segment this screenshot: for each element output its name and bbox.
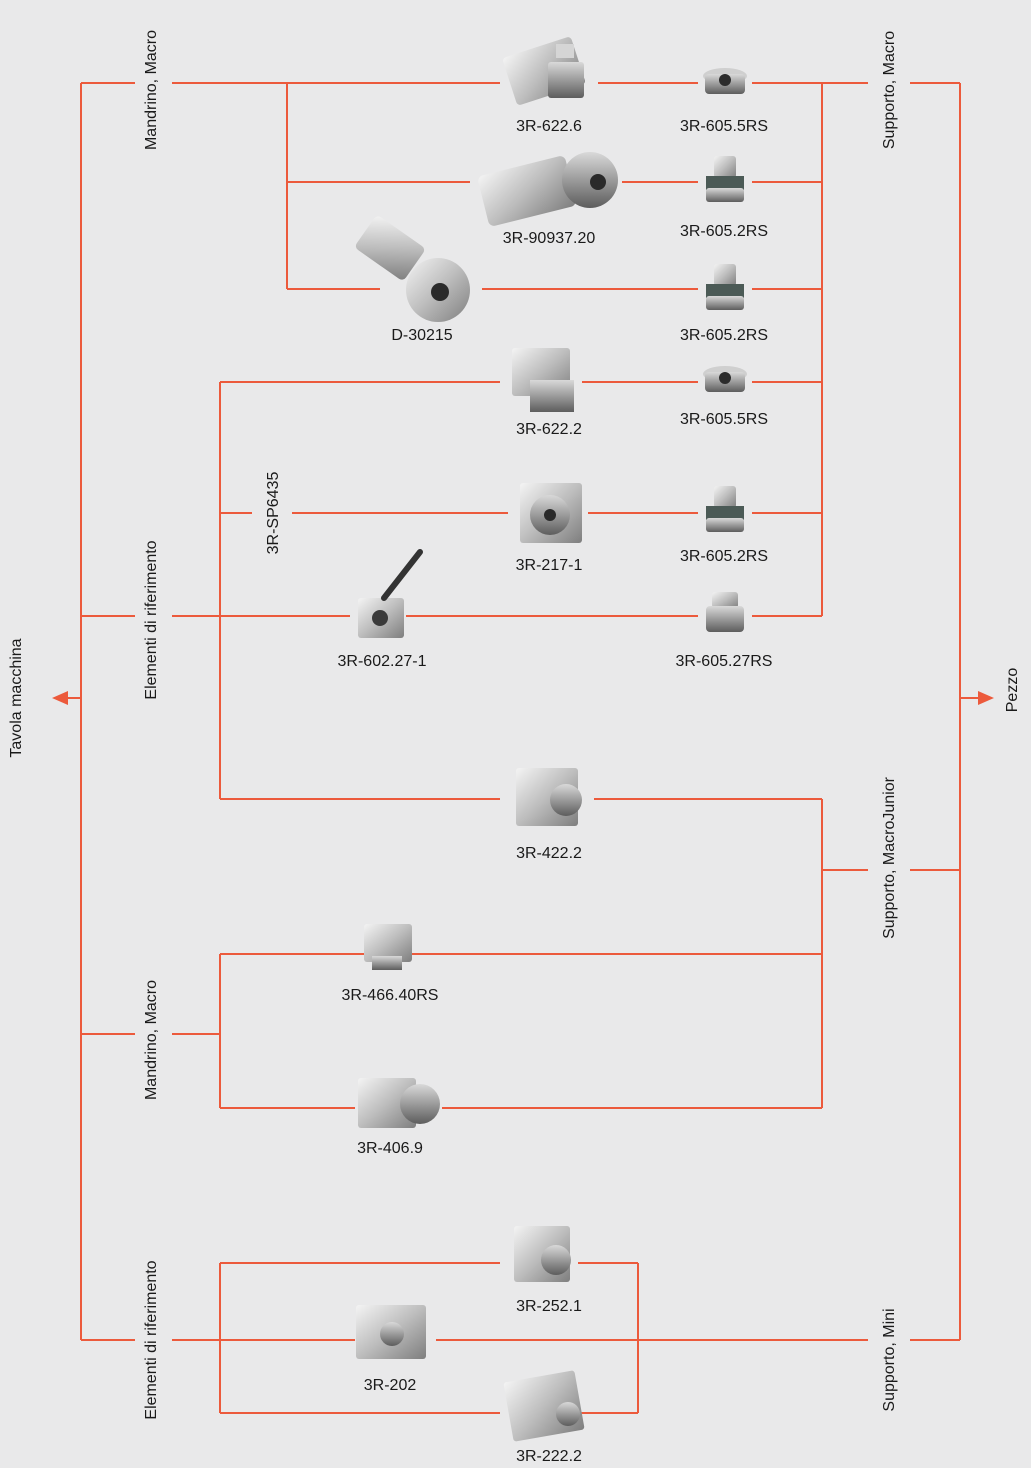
- spigot-605-5rs-image-1: [703, 68, 747, 94]
- spigot-code-label: 3R-605.2RS: [679, 548, 769, 565]
- spigot-605-5rs-image-2: [703, 366, 747, 392]
- product-code-label: 3R-406.9: [357, 1140, 423, 1157]
- arrow-right-icon: [978, 691, 994, 705]
- chuck-252-1-image: [514, 1226, 571, 1282]
- support-macrojunior-label: Supporto, MacroJunior: [881, 777, 898, 939]
- spigot-code-label: 3R-605.5RS: [679, 411, 769, 428]
- chuck-622-2-image: [512, 348, 574, 412]
- group-reference-elements-bottom-label: Elementi di riferimento: [143, 1260, 160, 1420]
- connector-lines: [66, 82, 980, 1414]
- group-chuck-macro-bottom-label: Mandrino, Macro: [143, 979, 160, 1101]
- chuck-217-1-image: [520, 483, 582, 543]
- chuck-622-6-image: [503, 37, 585, 105]
- product-code-label: 3R-622.6: [516, 118, 582, 135]
- chuck-222-2-image: [503, 1370, 585, 1442]
- spigot-605-2rs-image-2: [706, 264, 744, 310]
- reference-202-image: [356, 1305, 426, 1359]
- chuck-466-40rs-image: [364, 924, 412, 970]
- spigot-605-2rs-image-1: [706, 156, 744, 202]
- arrows: [52, 691, 994, 705]
- support-macro-label: Supporto, Macro: [881, 30, 898, 150]
- product-code-label: D-30215: [391, 327, 453, 344]
- support-mini-label: Supporto, Mini: [881, 1308, 898, 1412]
- product-code-label: 3R-602.27-1: [337, 653, 427, 670]
- spigot-code-label: 3R-605.2RS: [679, 223, 769, 240]
- spigot-code-label: 3R-605.5RS: [679, 118, 769, 135]
- reference-602-27-1-image: [358, 549, 423, 638]
- workpiece-label: Pezzo: [1004, 667, 1021, 713]
- chuck-d30215-image: [355, 216, 470, 322]
- product-code-label: 3R-622.2: [516, 421, 582, 438]
- chuck-422-2-image: [516, 768, 582, 826]
- product-code-label: 3R-217-1: [515, 557, 583, 574]
- product-code-label: 3R-252.1: [516, 1298, 582, 1315]
- product-images: [355, 37, 747, 1442]
- spigot-code-label: 3R-605.27RS: [675, 653, 773, 670]
- machine-table-label: Tavola macchina: [8, 638, 25, 758]
- arrow-left-icon: [52, 691, 68, 705]
- spigot-code-label: 3R-605.2RS: [679, 327, 769, 344]
- chuck-90937-image: [478, 152, 618, 226]
- product-code-label: 3R-222.2: [516, 1448, 582, 1465]
- spigot-605-2rs-image-3: [706, 486, 744, 532]
- chuck-406-9-image: [358, 1078, 440, 1128]
- group-reference-elements-top-label: Elementi di riferimento: [143, 540, 160, 700]
- product-code-label: 3R-90937.20: [502, 230, 596, 247]
- product-code-label: 3R-466.40RS: [341, 987, 439, 1004]
- sp6435-label: 3R-SP6435: [265, 471, 282, 555]
- product-code-label: 3R-202: [363, 1377, 417, 1394]
- spigot-605-27rs-image: [706, 592, 744, 632]
- group-chuck-macro-top-label: Mandrino, Macro: [143, 29, 160, 151]
- product-code-label: 3R-422.2: [516, 845, 582, 862]
